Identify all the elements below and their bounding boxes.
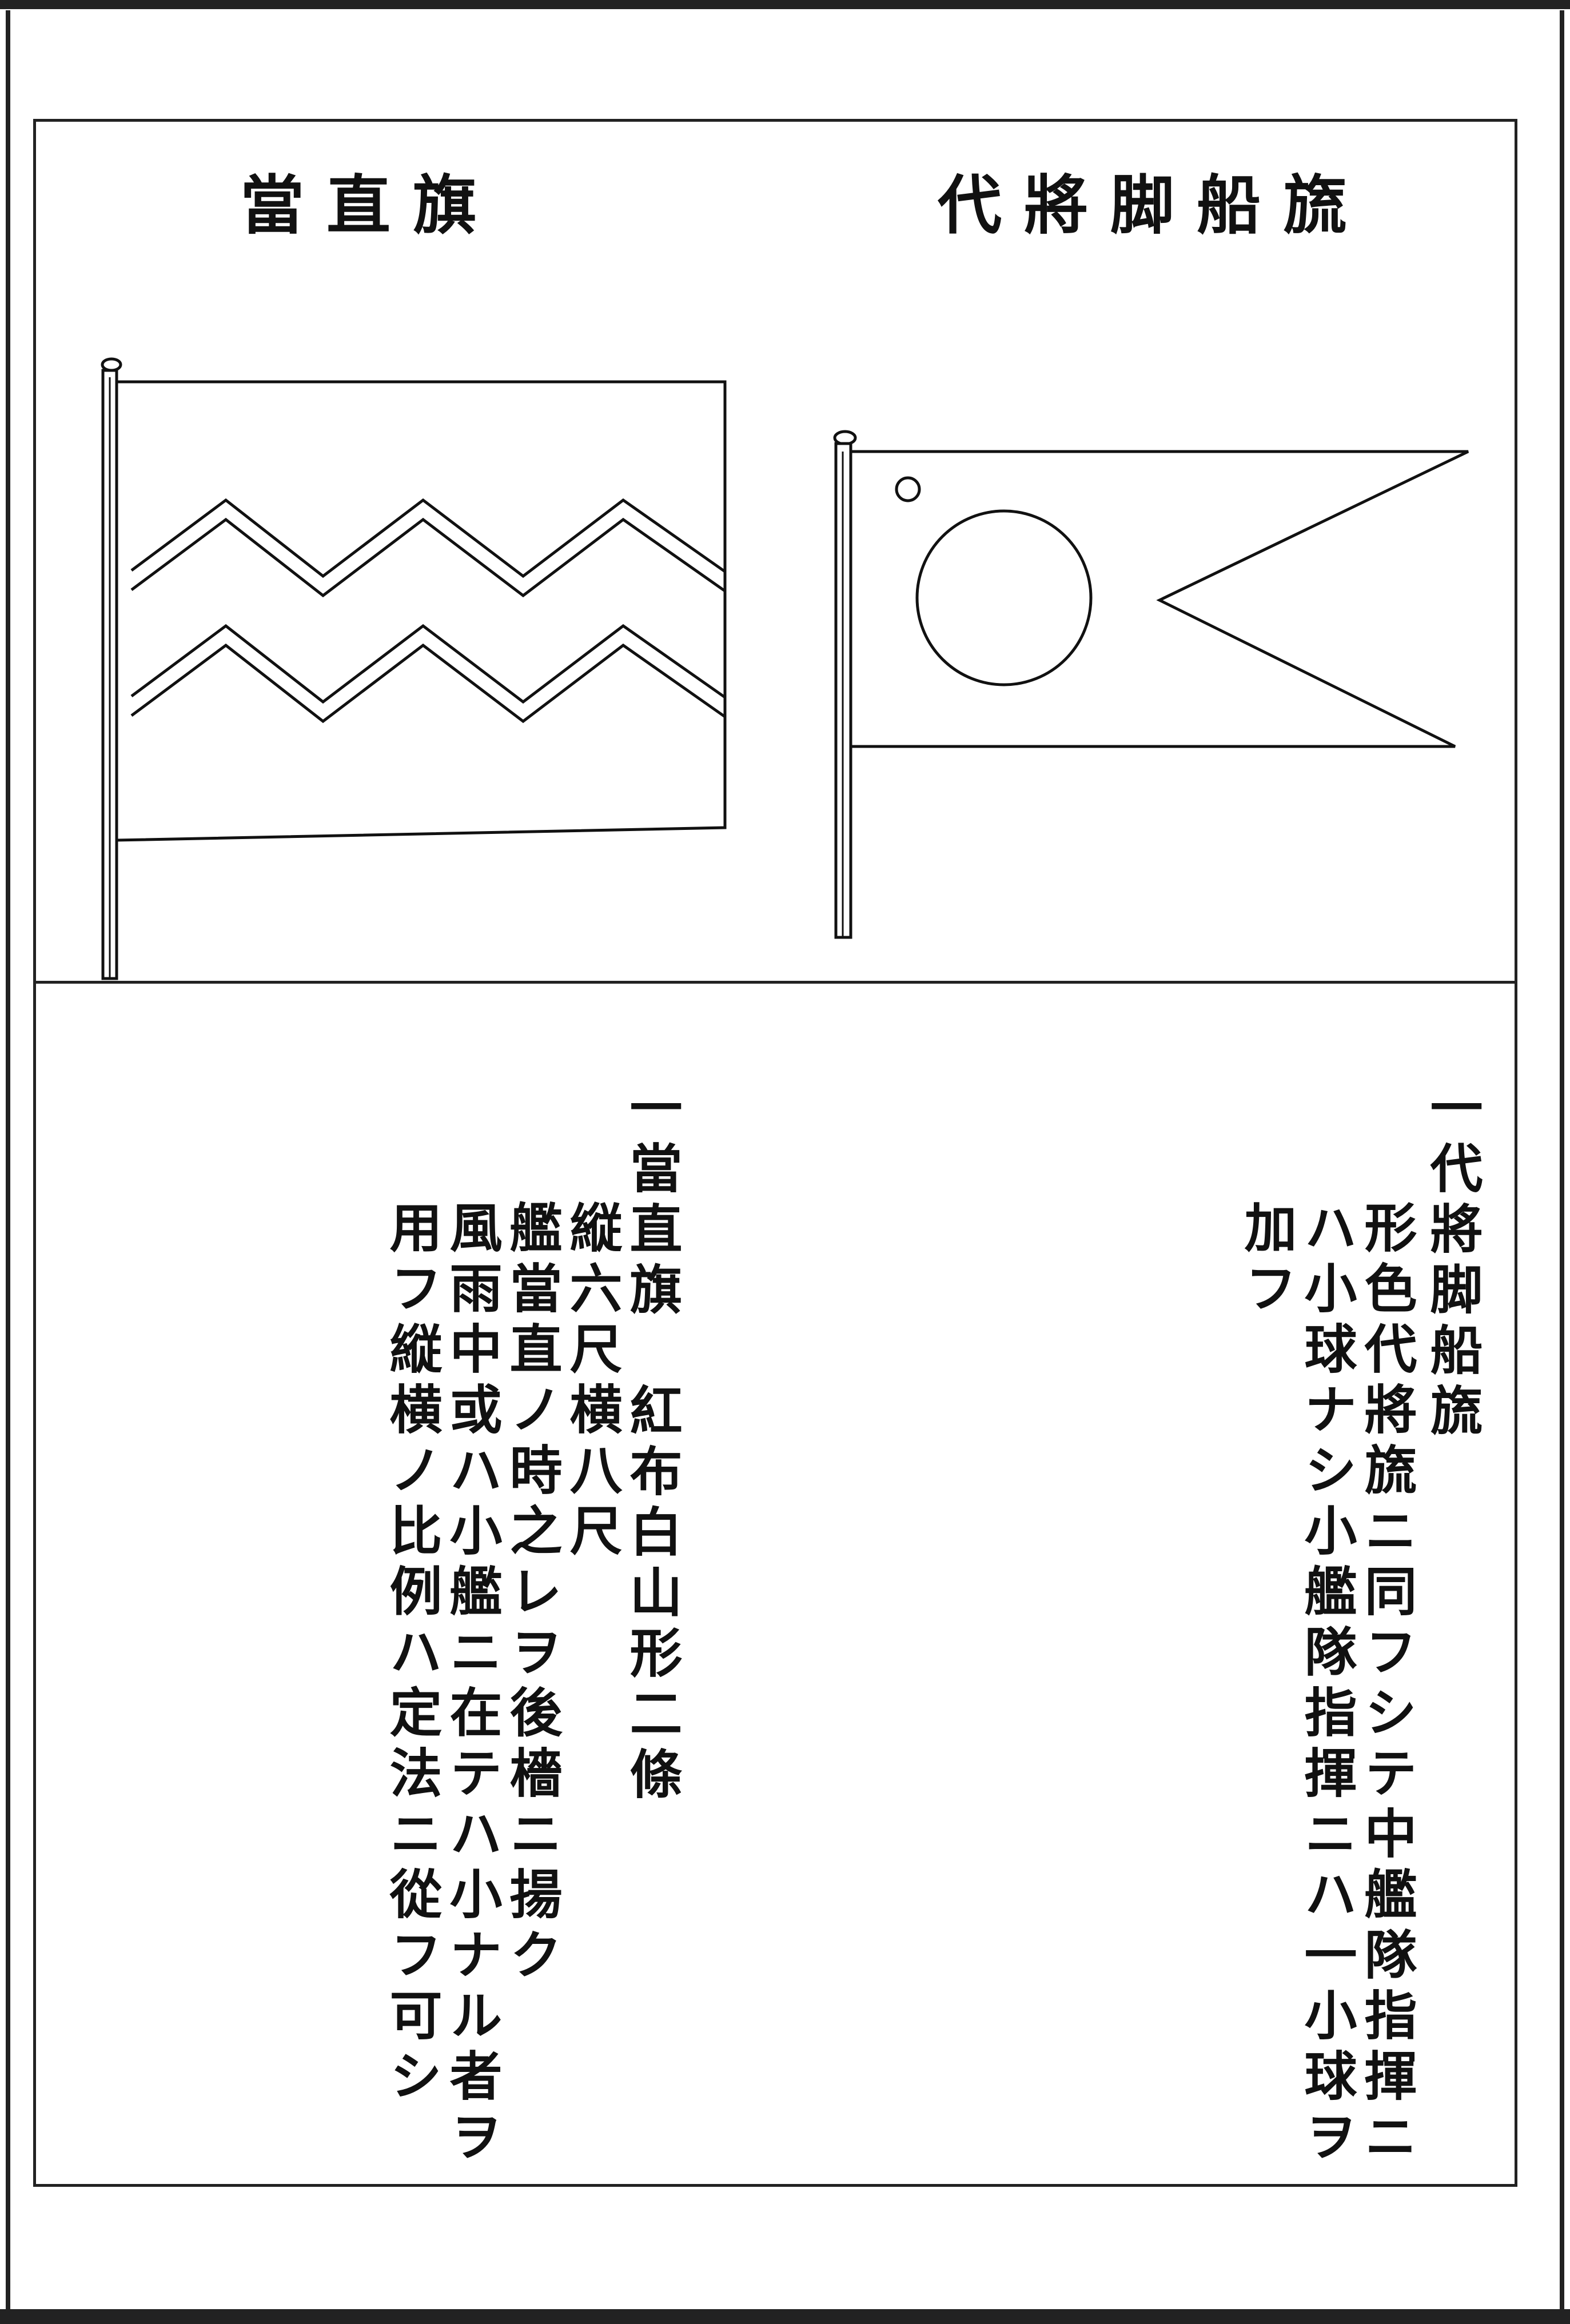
right-text-line-3: 加フ xyxy=(1236,1200,1297,1321)
plate-divider xyxy=(33,981,1517,984)
right-text-heading: 一代將脚船旒 xyxy=(1421,1080,1483,1444)
left-text-line-2: 艦當直ノ時之レヲ後檣ニ揚ク xyxy=(501,1200,563,1988)
watch-flag-body xyxy=(115,380,727,842)
pennant-pole xyxy=(833,430,857,939)
pennant-body xyxy=(849,450,1469,748)
watch-flag-illustration xyxy=(101,357,727,980)
pennant-disc xyxy=(915,509,1093,686)
left-text-line-4: 用フ縦横ノ比例ハ定法ニ從フ可シ xyxy=(381,1200,443,2109)
flag-illustrations xyxy=(101,357,1469,980)
page-frame xyxy=(6,10,1564,2314)
commodore-pennant-illustration xyxy=(833,430,1469,939)
plate-frame xyxy=(33,119,1517,2187)
top-border xyxy=(0,0,1570,9)
right-text-line-2: ハ小球ナシ小艦隊指揮ニハ一小球ヲ xyxy=(1296,1200,1357,2170)
small-ball xyxy=(895,476,921,502)
title-commodore-boat-pennant: 代 將 脚 船 旒 xyxy=(938,168,1347,243)
right-text-line-1: 形色代將旒ニ同フシテ中艦隊指揮ニ xyxy=(1356,1200,1417,2170)
left-text-line-1: 縦六尺横八尺 xyxy=(561,1200,623,1564)
left-text-line-3: 風雨中或ハ小艦ニ在テハ小ナル者ヲ xyxy=(441,1200,503,2170)
watch-flag-upper-zigzag xyxy=(130,498,726,578)
title-watch-flag: 當 直 旗 xyxy=(240,168,477,243)
bottom-border xyxy=(0,2309,1570,2324)
left-text-heading: 一當直旗 紅布白山形二條 xyxy=(621,1080,683,1807)
watch-flag-lower-zigzag xyxy=(130,624,726,704)
